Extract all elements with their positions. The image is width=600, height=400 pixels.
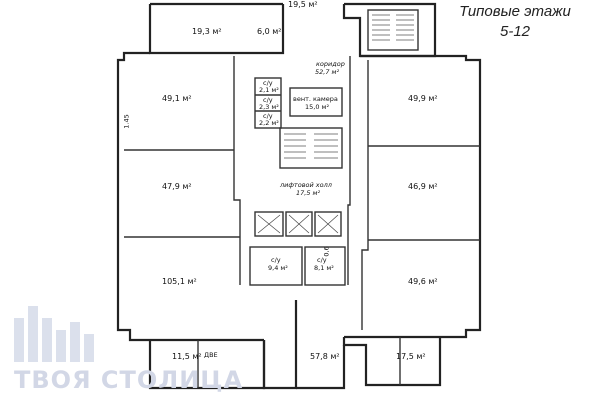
lift-cross-marks (257, 214, 339, 234)
room-top-corridor: 19,5 м² (288, 0, 318, 9)
wc1-area: 2,1 м² (259, 86, 279, 94)
title-line-2: 5-12 (499, 23, 531, 40)
wc4-area: 9,4 м² (268, 264, 288, 272)
corridor-area: 52,7 м² (315, 68, 340, 76)
watermark-text: ТВОЯ СТОЛИЦА (14, 366, 244, 394)
room-bottom-left: 11,5 м² (172, 352, 202, 361)
stair-treads (284, 14, 414, 159)
wc1-label: с/у (263, 79, 273, 87)
small-mark: 0,6 (322, 246, 331, 257)
room-left-office-2: 47,9 м² (162, 182, 192, 191)
room-bottom-center: 57,8 м² (310, 352, 340, 361)
wc5-area: 8,1 м² (314, 264, 334, 272)
vent-label: вент. камера (293, 95, 338, 103)
wc2-area: 2,3 м² (259, 103, 279, 111)
wc2-label: с/у (263, 96, 273, 104)
room-left-office-3: 105,1 м² (162, 277, 197, 286)
watermark-logo (14, 306, 94, 362)
vent-area: 15,0 м² (305, 103, 330, 111)
wc3-area: 2,2 м² (259, 119, 279, 127)
wc4-label: с/у (271, 256, 281, 264)
room-bottom-right: 17,5 м² (396, 352, 426, 361)
room-right-office-2: 46,9 м² (408, 182, 438, 191)
door-mark: ДВЕ (204, 351, 218, 359)
room-left-office-1: 49,1 м² (162, 94, 192, 103)
lift-hall-area: 17,5 м² (296, 189, 321, 197)
wc5-label: с/у (317, 256, 327, 264)
lift-hall-label: лифтовой холл (280, 181, 332, 189)
plan-title: Типовые этажи 5-12 (430, 2, 600, 42)
inner-walls (124, 9, 480, 388)
dimension-mark: 1.45 (122, 114, 131, 129)
wc3-label: с/у (263, 112, 273, 120)
outer-walls (116, 2, 482, 390)
room-right-office-1: 49,9 м² (408, 94, 438, 103)
room-storage-top: 6,0 м² (257, 27, 282, 36)
room-right-office-3: 49,6 м² (408, 277, 438, 286)
corridor-label: коридор (316, 60, 345, 68)
title-line-1: Типовые этажи (459, 3, 571, 20)
room-balcony-top-left: 19,3 м² (192, 27, 222, 36)
